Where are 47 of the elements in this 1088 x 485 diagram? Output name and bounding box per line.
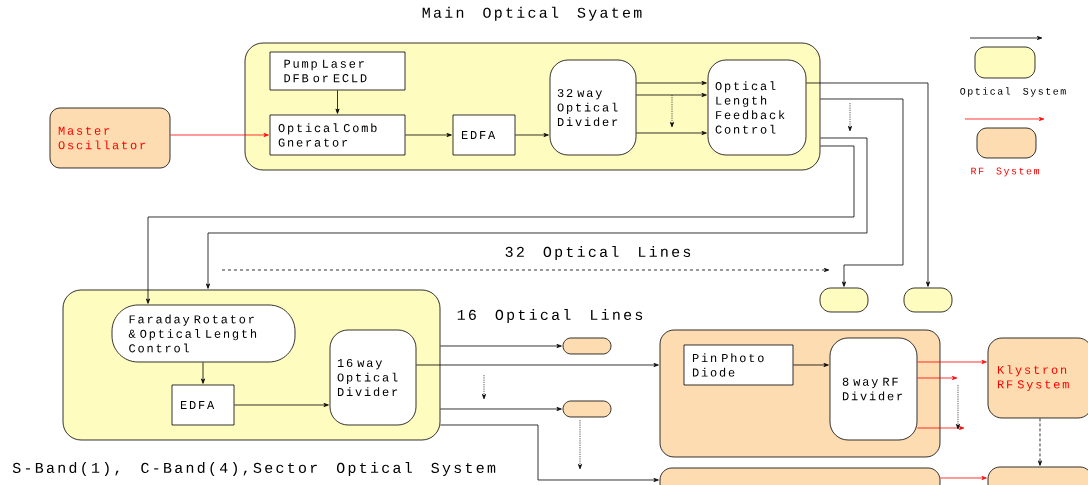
process-box: Pump Laser DFB or ECLD [269,51,406,91]
process-box: Pin Photo Diode [683,344,794,386]
legend-label: RF System [971,167,1039,177]
arrow [335,90,340,114]
process-box: Optical Comb Gnerator [269,114,406,156]
control-box: Optical Length Feedback Control [707,59,807,156]
terminal-box [562,337,612,355]
oscillator-box: Master Oscillator [49,107,171,169]
arrow [515,133,549,137]
arrow [806,82,930,287]
panel-heading: Main Optical Syatem [422,6,642,21]
terminal-box [903,287,953,313]
arrow [201,362,206,384]
legend-label: Optical System [960,87,1066,97]
arrow [405,133,452,137]
arrow [146,145,855,304]
arrow [793,363,829,367]
klystron-box [987,466,1088,485]
arrow [440,424,659,482]
arrow [820,98,904,287]
arrow [416,363,659,367]
divider-box: 16 way Optical Divider [329,329,417,426]
arrow [636,81,707,85]
arrow [440,344,562,348]
divider-box: 8 way RF Divider [829,337,918,441]
arrow [636,131,707,135]
klystron-box: Klystron RF System [987,337,1088,419]
line-count-label: 16 Optical Lines [457,309,643,323]
arrow [917,426,965,430]
terminal-box [562,400,612,418]
arrow [440,407,562,411]
arrow [234,403,329,407]
process-box: EDFA [452,114,516,156]
process-box: Faraday Rotator & Optical Length Control [111,304,296,363]
terminal-box [819,287,869,313]
line-count-label: 32 Optical Lines [505,246,691,260]
arrow [940,476,987,480]
arrow [917,376,958,380]
divider-box: 32 way Optical Divider [549,59,637,156]
arrow [170,133,269,137]
process-box: EDFA [171,384,235,426]
rf-panel [659,467,941,485]
panel-heading: S-Band(1), C-Band(4),Sector Optical System [12,462,496,476]
arrow [1038,418,1042,466]
arrow [636,93,707,97]
arrow [206,137,868,289]
arrow [917,360,987,364]
